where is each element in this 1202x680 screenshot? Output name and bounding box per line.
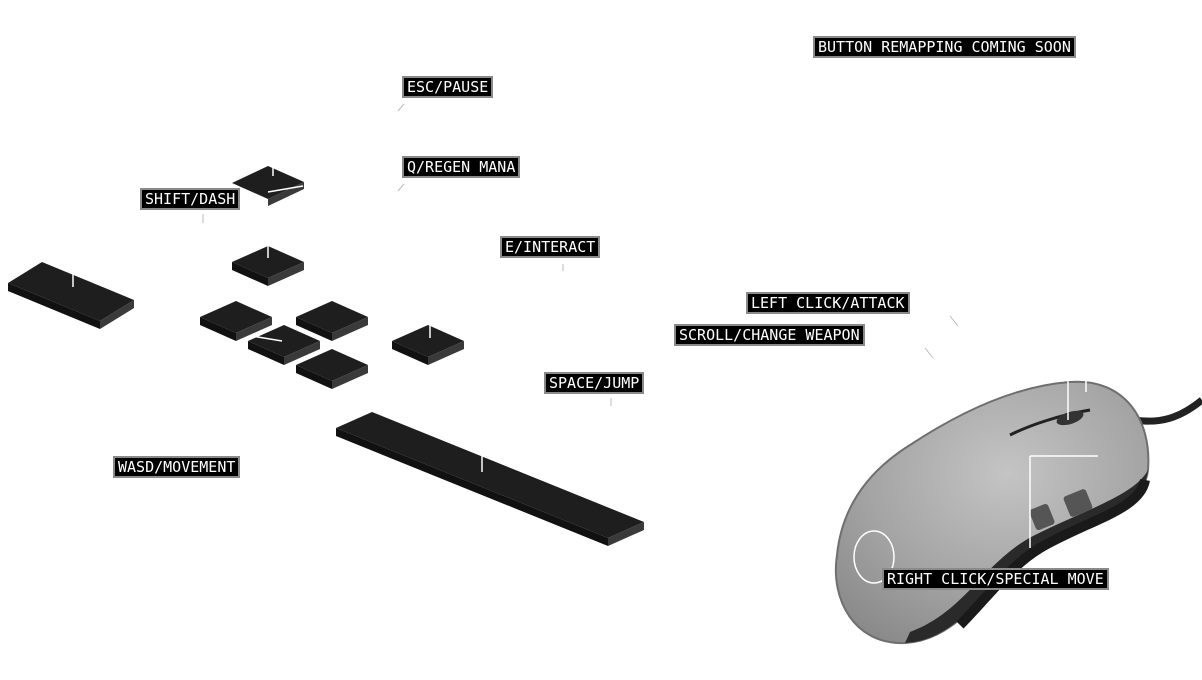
w-key [296,301,368,341]
space-bar [336,412,644,546]
s-key [296,349,368,389]
label-leader-lines [202,103,959,406]
e-interact-label: E/INTERACT [500,236,601,258]
q-key [232,246,304,286]
esc-pause-label: ESC/PAUSE [402,76,494,98]
left-click-attack-label: LEFT CLICK/ATTACK [746,292,910,314]
shift-key [8,262,134,329]
remapping-notice: BUTTON REMAPPING COMING SOON [813,36,1076,58]
esc-key [232,166,304,206]
a-key [200,301,272,341]
e-key [392,325,464,365]
scroll-change-weapon-label: SCROLL/CHANGE WEAPON [674,324,865,346]
space-jump-label: SPACE/JUMP [544,372,645,394]
right-click-special-move-label: RIGHT CLICK/SPECIAL MOVE [882,568,1109,590]
mouse-cable [1134,397,1202,425]
d-key [248,325,320,365]
mouse-icon [834,380,1150,645]
q-regen-mana-label: Q/REGEN MANA [402,156,521,178]
shift-dash-label: SHIFT/DASH [140,188,241,210]
wasd-movement-label: WASD/MOVEMENT [113,456,241,478]
